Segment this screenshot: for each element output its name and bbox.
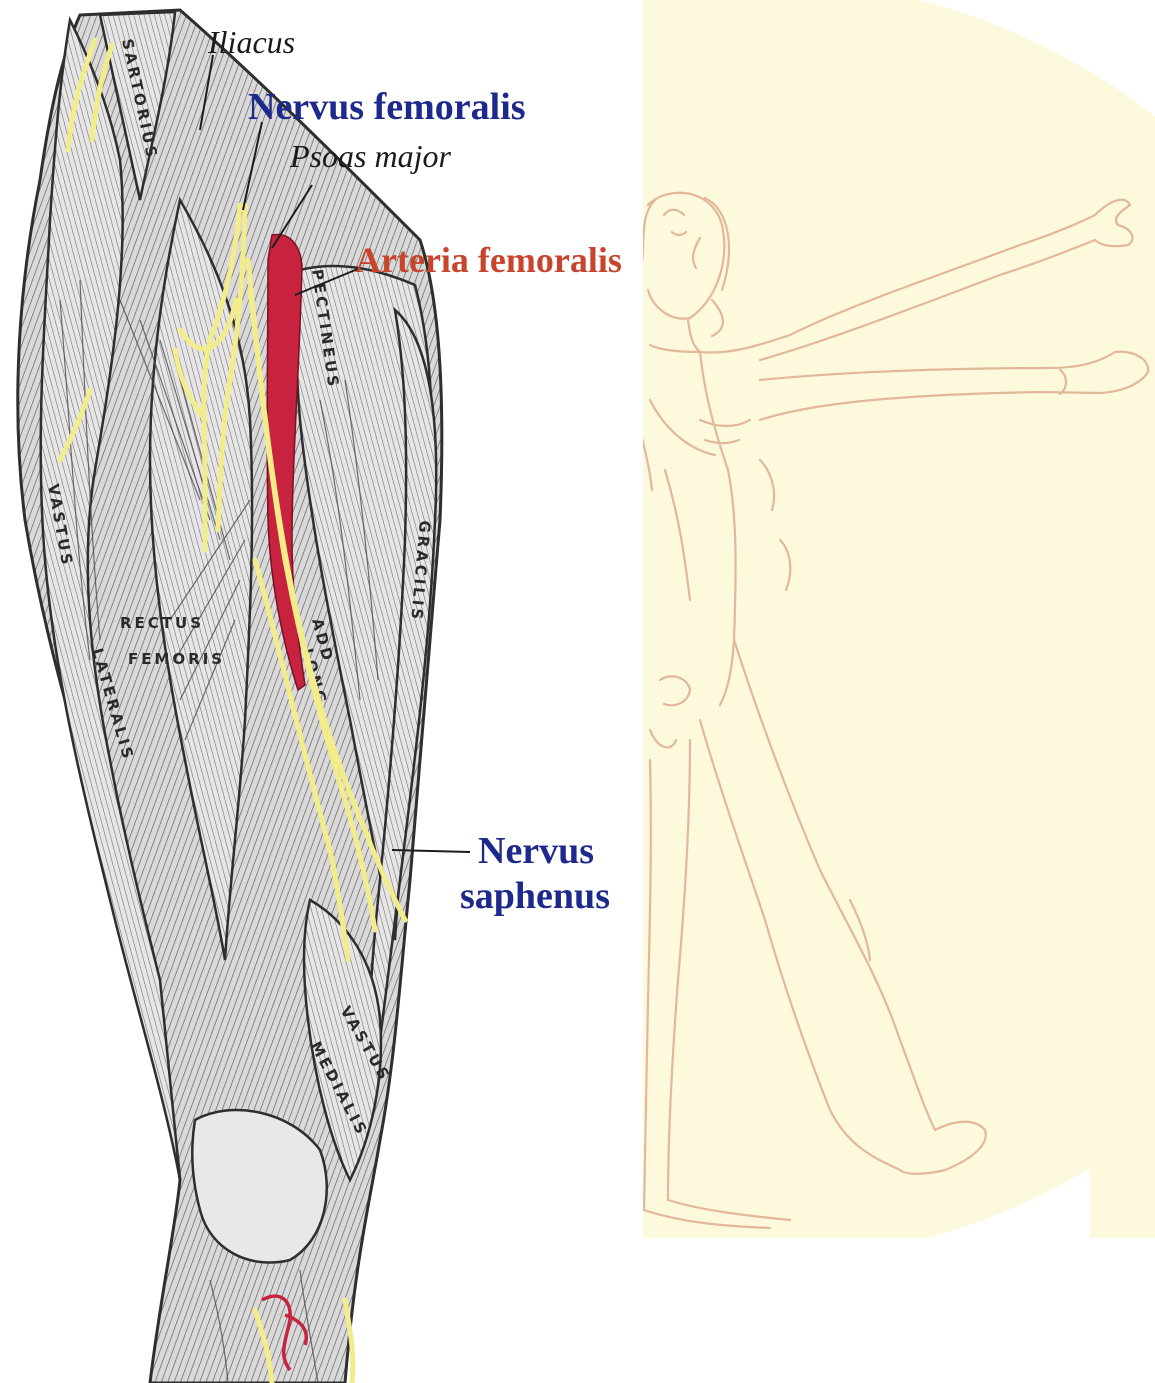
- label-nervus-saphenus-line2: saphenus: [460, 877, 610, 915]
- label-nervus-saphenus-line1: Nervus: [478, 832, 594, 870]
- label-iliacus: Iliacus: [208, 26, 295, 58]
- label-arteria-femoralis: Arteria femoralis: [355, 242, 622, 278]
- label-psoas-major: Psoas major: [290, 140, 451, 172]
- label-nervus-femoralis: Nervus femoralis: [248, 88, 526, 126]
- muscle-label-rectus-femoris-1: RECTUS: [120, 614, 204, 632]
- muscle-label-rectus-femoris-2: FEMORIS: [128, 650, 225, 668]
